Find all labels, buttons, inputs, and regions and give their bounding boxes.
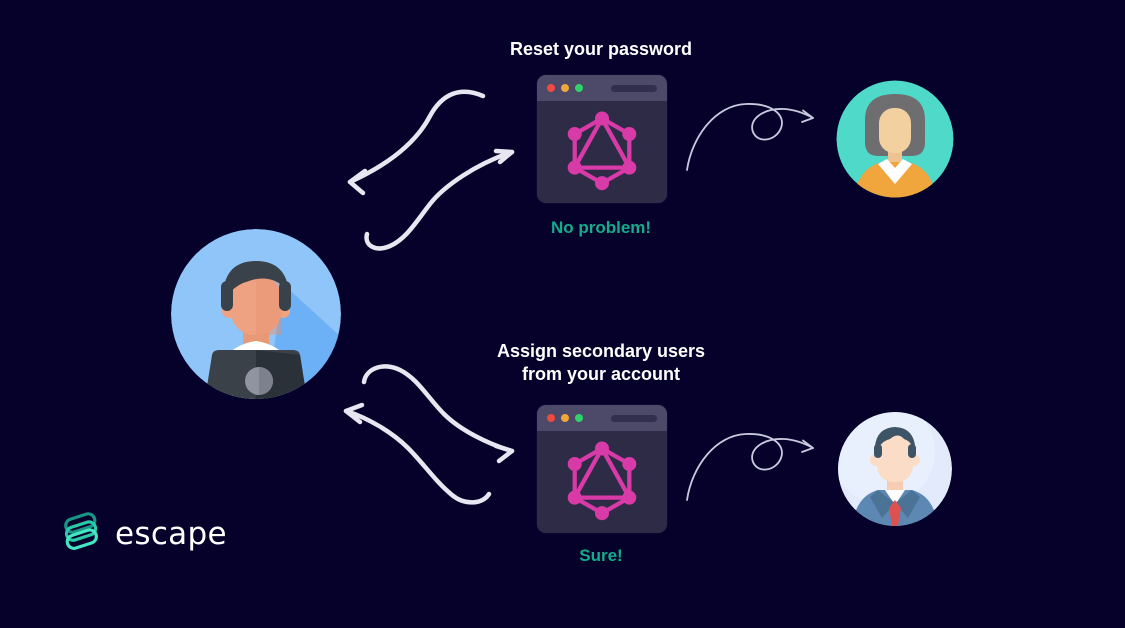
graphql-browser-window-bottom — [537, 405, 667, 533]
flow-bottom-title-line2: from your account — [521, 364, 681, 384]
traffic-light-green-icon — [575, 84, 583, 92]
flow-bottom-title: Assign secondary users from your account — [441, 340, 761, 386]
traffic-light-yellow-icon — [561, 414, 569, 422]
loop-curl-arrow-top — [686, 103, 814, 171]
woman-avatar — [836, 80, 954, 198]
traffic-light-green-icon — [575, 414, 583, 422]
traffic-light-yellow-icon — [561, 84, 569, 92]
flow-top-response: No problem! — [550, 218, 652, 237]
flow-top-title: Reset your password — [509, 39, 693, 59]
graphql-browser-window-top — [537, 75, 667, 203]
escape-logo-icon — [64, 512, 98, 550]
s-curve-arrows-bottom — [343, 364, 515, 505]
traffic-light-red-icon — [547, 84, 555, 92]
browser-titlebar — [537, 405, 667, 431]
loop-curl-arrow-bottom — [686, 433, 814, 501]
flow-bottom-response: Sure! — [579, 546, 623, 565]
escape-logo: escape — [60, 510, 227, 558]
browser-content — [537, 101, 667, 203]
businessman-avatar — [838, 412, 952, 526]
address-bar-pill — [611, 414, 657, 422]
escape-logo-text: escape — [115, 516, 227, 552]
graphql-logo-icon — [567, 441, 637, 521]
graphql-logo-icon — [567, 111, 637, 191]
traffic-light-red-icon — [547, 414, 555, 422]
address-bar-pill — [611, 84, 657, 92]
s-curve-arrows-top — [347, 89, 515, 251]
developer-avatar — [171, 229, 341, 399]
browser-content — [537, 431, 667, 533]
flow-bottom-title-line1: Assign secondary users — [496, 341, 706, 361]
browser-titlebar — [537, 75, 667, 101]
